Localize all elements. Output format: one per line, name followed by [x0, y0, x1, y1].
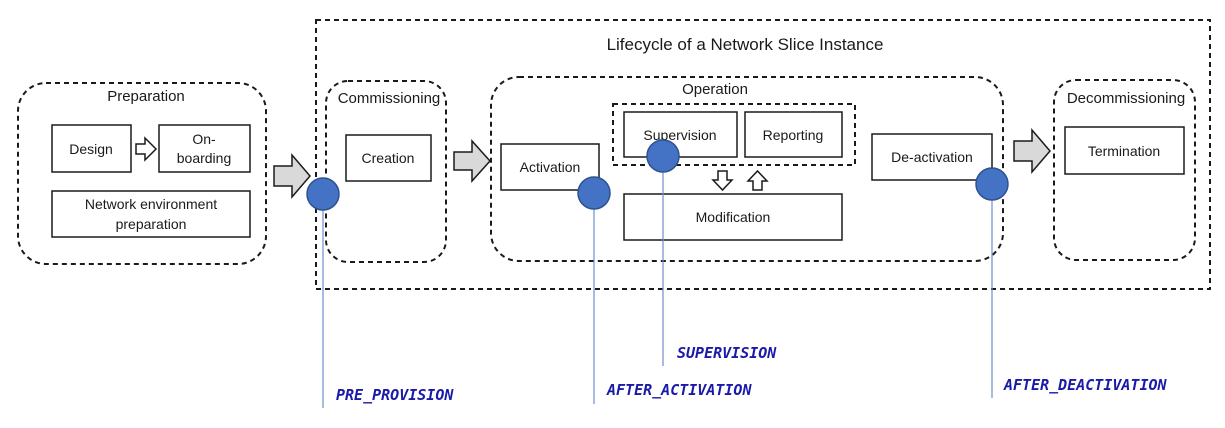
hook-label-after-deactivation: AFTER_DEACTIVATION: [1003, 376, 1168, 394]
phase-commissioning-label: Commissioning: [338, 90, 441, 107]
phase-operation-label: Operation: [682, 81, 748, 98]
box-supervision-label: Supervision: [643, 127, 716, 143]
arrow-down-to-modification: [711, 170, 734, 192]
box-design: [51, 124, 132, 173]
box-network-environment-label-1: Network environment: [85, 196, 217, 212]
box-network-environment-label-2: preparation: [116, 216, 187, 232]
phase-decommissioning-label: Decommissioning: [1067, 90, 1185, 107]
arrow-preparation-commissioning: [273, 152, 311, 200]
phase-preparation: [17, 82, 267, 265]
box-modification-label: Modification: [696, 209, 771, 225]
arrow-operation-decommissioning: [1013, 127, 1051, 175]
box-reporting-label: Reporting: [763, 127, 824, 143]
arrow-commissioning-operation: [453, 139, 492, 183]
box-network-environment: [51, 190, 251, 238]
box-termination-label: Termination: [1088, 143, 1160, 159]
box-termination: [1064, 126, 1185, 175]
box-design-label: Design: [69, 141, 113, 157]
hook-marker-after-activation[interactable]: [577, 176, 611, 210]
box-deactivation: [871, 133, 993, 181]
hook-label-pre-provision: PRE_PROVISION: [336, 386, 454, 404]
phase-preparation-label: Preparation: [107, 88, 185, 105]
lifecycle-title: Lifecycle of a Network Slice Instance: [607, 35, 884, 54]
box-creation: [345, 134, 432, 182]
lifecycle-frame: [315, 19, 1211, 290]
hook-marker-pre-provision[interactable]: [306, 177, 340, 211]
box-onboarding-label-2: boarding: [177, 150, 232, 166]
box-reporting: [744, 111, 843, 158]
box-creation-label: Creation: [362, 150, 415, 166]
hook-marker-supervision[interactable]: [646, 139, 680, 173]
phase-commissioning: [325, 80, 447, 263]
box-modification: [623, 193, 843, 241]
arrow-design-onboarding: [135, 136, 158, 162]
phase-decommissioning: [1053, 79, 1196, 261]
hook-label-supervision: SUPERVISION: [677, 344, 777, 362]
hook-label-after-activation: AFTER_ACTIVATION: [606, 381, 752, 399]
box-activation-label: Activation: [520, 159, 581, 175]
arrow-up-from-modification: [746, 169, 769, 191]
box-onboarding: [158, 124, 251, 173]
box-supervision: [623, 111, 738, 158]
phase-operation: [490, 76, 1004, 262]
box-onboarding-label-1: On-: [192, 131, 216, 147]
box-deactivation-label: De-activation: [891, 149, 973, 165]
monitoring-group: [612, 103, 856, 166]
hook-marker-after-deactivation[interactable]: [975, 167, 1009, 201]
